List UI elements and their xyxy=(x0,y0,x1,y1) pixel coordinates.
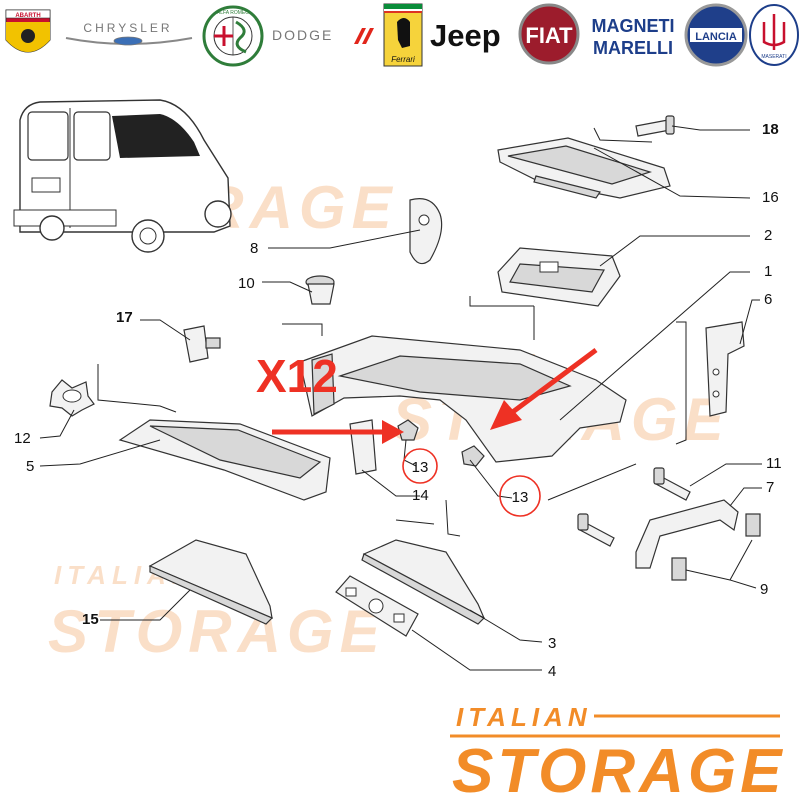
part-15-tray xyxy=(148,539,274,625)
abarth-logo: ABARTH xyxy=(5,9,51,53)
label-4: 4 xyxy=(548,663,556,680)
part-2-lid xyxy=(497,247,621,307)
magneti-marelli-logo: MAGNETI MARELLI xyxy=(592,16,675,58)
part-12-star-washer xyxy=(49,379,95,417)
fiat-logo: FIAT xyxy=(518,3,580,65)
dodge-logo: DODGE xyxy=(272,27,374,44)
quantity-callout: X12 xyxy=(256,350,338,402)
part-17-clip xyxy=(183,325,221,363)
abarth-logo-text: ABARTH xyxy=(15,13,40,19)
red-arrow-left-head xyxy=(382,420,404,444)
part-14-cover xyxy=(349,419,377,475)
magneti-marelli-logo-line2: MARELLI xyxy=(593,38,673,58)
van-illustration xyxy=(13,99,232,253)
circle-13-left xyxy=(402,448,438,484)
ferrari-logo: Ferrari xyxy=(383,3,423,67)
part-9-clips xyxy=(671,513,761,581)
label-12: 12 xyxy=(14,430,31,447)
label-7: 7 xyxy=(766,479,774,496)
label-16: 16 xyxy=(762,189,779,206)
label-15: 15 xyxy=(82,611,99,628)
watermark-lower: ITALIAN STORAGE xyxy=(48,560,386,665)
dodge-logo-text: DODGE xyxy=(272,27,333,43)
alfa-romeo-logo: ALFA ROMEO xyxy=(202,5,264,67)
label-6: 6 xyxy=(764,291,772,308)
italian-storage-logo: ITALIAN STORAGE xyxy=(450,702,785,800)
label-11: 11 xyxy=(766,455,782,472)
part-11-bolt xyxy=(653,467,691,501)
label-13-left: 13 xyxy=(412,459,429,476)
maserati-logo-text: MASERATI xyxy=(761,54,786,60)
leader-lines xyxy=(39,125,762,671)
part-4-switch-panel xyxy=(335,575,419,637)
part-labels: 18 16 2 1 6 8 10 17 12 5 14 11 7 9 15 3 … xyxy=(14,121,782,680)
part-10-grommet xyxy=(305,275,335,305)
label-10: 10 xyxy=(238,275,255,292)
lancia-logo-text: LANCIA xyxy=(695,31,737,43)
label-17: 17 xyxy=(116,309,133,326)
part-16-upper-tray xyxy=(497,137,671,199)
label-14: 14 xyxy=(412,487,429,504)
jeep-logo: Jeep xyxy=(430,18,501,53)
label-2: 2 xyxy=(764,227,772,244)
part-1-dashboard-panel xyxy=(299,335,627,463)
part-11-bolt-lower xyxy=(577,513,615,547)
red-arrow-diagonal-head xyxy=(490,400,522,430)
part-13-clip-right xyxy=(461,445,485,467)
label-18: 18 xyxy=(762,121,779,138)
chrysler-logo: CHRYSLER xyxy=(65,21,193,46)
part-7-grab-handle xyxy=(635,499,739,569)
logo-line2: STORAGE xyxy=(452,737,785,800)
circle-13-right xyxy=(499,475,541,517)
watermark-lower-line2: STORAGE xyxy=(48,598,386,665)
part-5-shelf xyxy=(118,419,331,501)
ferrari-logo-text: Ferrari xyxy=(391,55,415,64)
red-callouts: X12 13 13 xyxy=(256,347,598,517)
label-5: 5 xyxy=(26,458,34,475)
brand-strip: ABARTH CHRYSLER ALFA ROMEO DODGE xyxy=(5,3,799,67)
maserati-logo: MASERATI xyxy=(749,4,799,66)
part-18-screw xyxy=(635,115,675,137)
label-1: 1 xyxy=(764,263,772,280)
fiat-logo-text: FIAT xyxy=(525,23,573,48)
label-13-right: 13 xyxy=(512,489,529,506)
chrysler-logo-text: CHRYSLER xyxy=(83,21,172,35)
label-8: 8 xyxy=(250,240,258,257)
part-8-bracket xyxy=(409,198,443,265)
logo-line1: ITALIAN xyxy=(456,702,592,732)
part-3-tray xyxy=(361,539,486,625)
part-6-bracket xyxy=(705,321,745,417)
magneti-marelli-logo-line1: MAGNETI xyxy=(592,16,675,36)
label-9: 9 xyxy=(760,581,768,598)
label-3: 3 xyxy=(548,635,556,652)
part-13-clip-left xyxy=(397,419,419,441)
lancia-logo: LANCIA xyxy=(684,3,748,67)
alfa-romeo-logo-text: ALFA ROMEO xyxy=(217,10,249,16)
